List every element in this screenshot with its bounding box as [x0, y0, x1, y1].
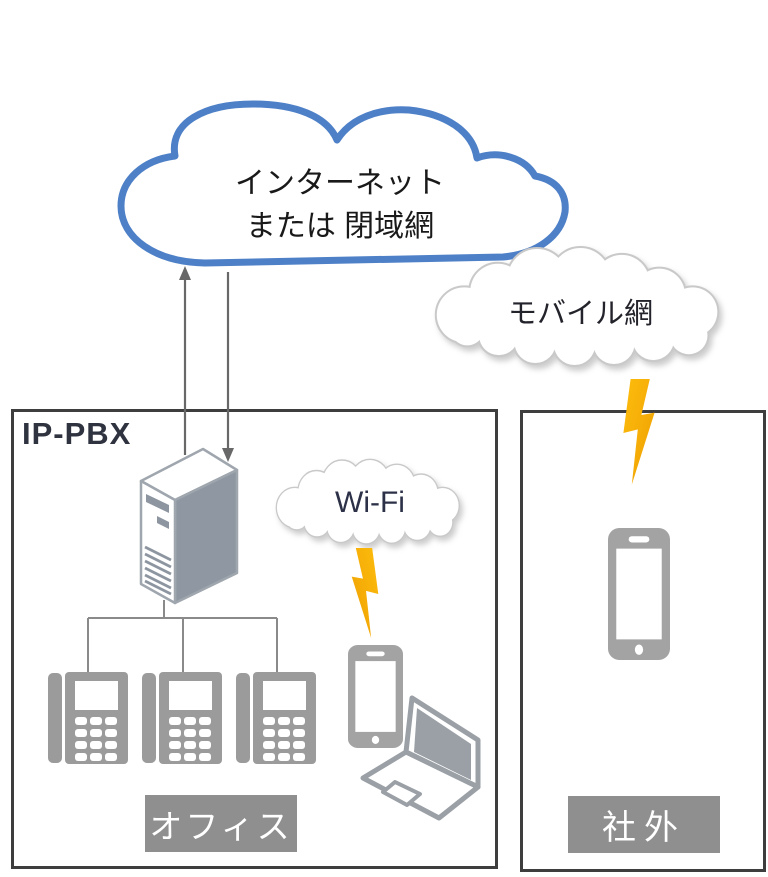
office-zone-box — [11, 409, 498, 869]
desk-phone-icon — [142, 672, 222, 764]
mobile-cloud-icon — [423, 248, 738, 366]
office-caption: オフィス — [145, 795, 297, 852]
cloud-link-arrows — [179, 266, 234, 462]
ippbx-title: IP-PBX — [22, 416, 132, 451]
arrow-up-icon — [179, 266, 191, 455]
arrow-down-icon — [222, 272, 234, 462]
outside-zone-box — [520, 410, 766, 872]
lightning-bolt-icon — [336, 548, 394, 640]
internet-cloud-icon — [117, 100, 569, 267]
outside-caption: 社外 — [568, 796, 720, 853]
phone-connector-lines — [87, 600, 278, 674]
desk-phone-icon — [236, 672, 316, 764]
desk-phone-icon — [48, 672, 128, 764]
laptop-icon — [360, 695, 481, 821]
server-icon — [139, 447, 239, 605]
lightning-bolt-icon — [615, 372, 663, 494]
smartphone-icon — [608, 528, 670, 660]
wifi-cloud-icon — [268, 460, 472, 544]
